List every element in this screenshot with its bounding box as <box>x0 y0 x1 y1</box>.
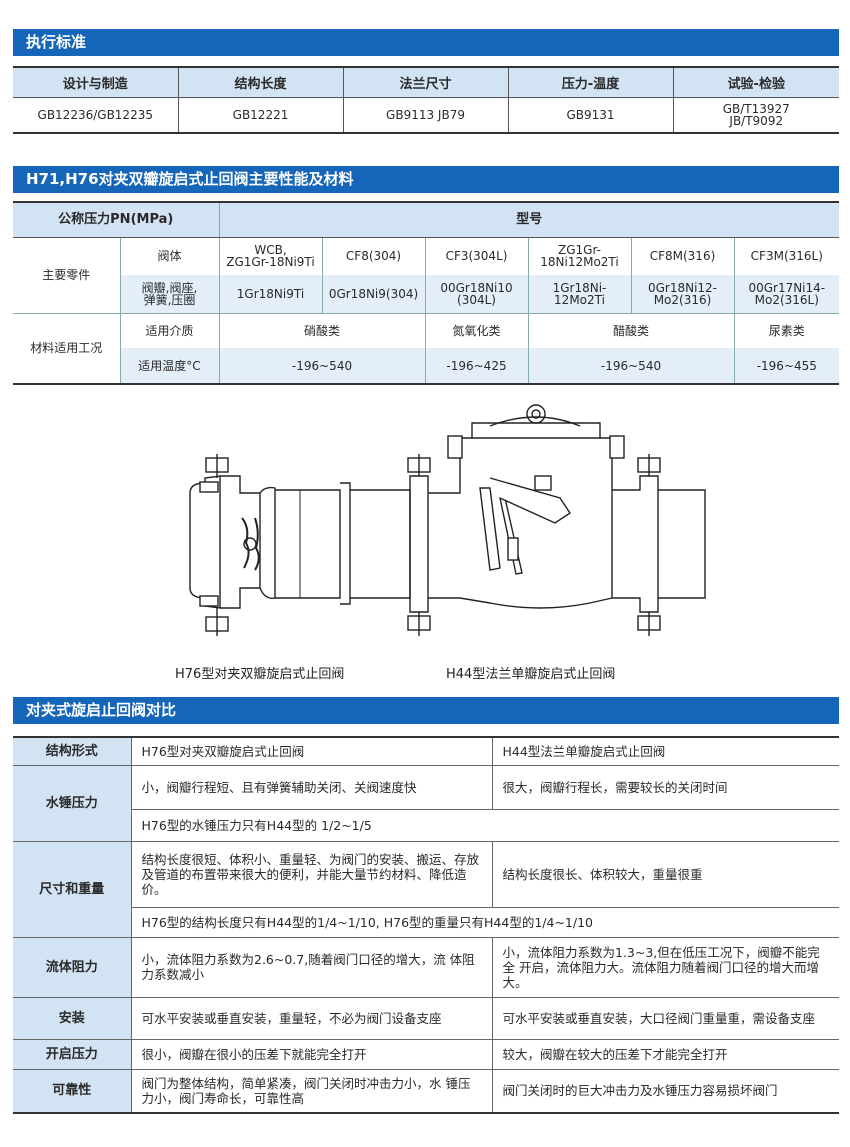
pn-header: 公称压力PN(MPa) <box>13 202 220 238</box>
value-test-line1: GB/T13927 <box>722 101 790 116</box>
model-disc-cell: 00Gr18Ni10(304L) <box>425 275 529 313</box>
model-body-cell: WCB,ZG1Gr-18Ni9Ti <box>219 237 323 275</box>
h44-size-weight: 结构长度很长、体积较大，重量很重 <box>491 840 839 908</box>
h44-flow-resistance: 小，流体阻力系数为1.3~3,但在低压工况下，阀瓣不能完全 开启，流体阻力大。流… <box>491 936 839 998</box>
h76-reliability: 阀门为整体结构，简单紧凑，阀门关闭时冲击力小，水 锤压力小，阀门寿命长，可靠性高 <box>130 1068 493 1114</box>
section-materials-title: H71,H76对夹双瓣旋启式止回阀主要性能及材料 <box>13 166 839 193</box>
header-length: 结构长度 <box>178 67 344 98</box>
value-test-line2: JB/T9092 <box>729 113 784 128</box>
body-label: 阀体 <box>120 237 220 275</box>
h44-reliability: 阀门关闭时的巨大冲击力及水锤压力容易损坏阀门 <box>491 1068 839 1114</box>
model-body-cell: CF8(304) <box>322 237 426 275</box>
conditions-label: 材料适用工况 <box>13 312 121 384</box>
temp-value: -196~425 <box>425 348 529 384</box>
caption-h44: H44型法兰单瓣旋启式止回阀 <box>446 667 616 682</box>
model-body-cell: CF3M(316L) <box>734 237 840 275</box>
h76-water-hammer: 小，阀瓣行程短、且有弹簧辅助关闭、关阀速度快 <box>130 764 493 810</box>
header-pressure-temp: 压力-温度 <box>508 67 674 98</box>
row-label-size-weight: 尺寸和重量 <box>13 840 132 938</box>
h76-flow-resistance: 小，流体阻力系数为2.6~0.7,随着阀门口径的增大，流 体阻力系数减小 <box>130 936 493 998</box>
row-label-flow-resistance: 流体阻力 <box>13 936 132 998</box>
temp-label: 适用温度°C <box>120 348 220 384</box>
h76-valve-drawing <box>189 454 276 636</box>
model-header: 型号 <box>219 202 840 238</box>
row-label-structure: 结构形式 <box>13 737 132 766</box>
model-disc-cell: 0Gr18Ni9(304) <box>322 275 426 313</box>
materials-table: 公称压力PN(MPa) 型号 主要零件 阀体 WCB,ZG1Gr-18Ni9Ti… <box>13 201 840 385</box>
value-pressure-temp: GB9131 <box>508 97 674 133</box>
value-design: GB12236/GB12235 <box>13 97 179 133</box>
row-label-reliability: 可靠性 <box>13 1068 132 1114</box>
main-parts-label: 主要零件 <box>13 237 121 313</box>
size-weight-note: H76型的结构长度只有H44型的1/4~1/10, H76型的重量只有H44型的… <box>131 906 839 938</box>
h76-structure: H76型对夹双瓣旋启式止回阀 <box>130 737 493 766</box>
comparison-table: 结构形式 H76型对夹双瓣旋启式止回阀 H44型法兰单瓣旋启式止回阀 水锤压力 … <box>13 736 839 1114</box>
model-disc-cell: 00Gr17Ni14-Mo2(316L) <box>734 275 840 313</box>
h76-opening-pressure: 很小，阀瓣在很小的压差下就能完全打开 <box>130 1038 493 1070</box>
header-design: 设计与制造 <box>13 67 179 98</box>
caption-h76: H76型对夹双瓣旋启式止回阀 <box>175 667 345 682</box>
temp-value: -196~540 <box>219 348 426 384</box>
value-flange: GB9113 JB79 <box>343 97 509 133</box>
valve-drawing <box>189 404 706 636</box>
h44-structure: H44型法兰单瓣旋启式止回阀 <box>491 737 839 766</box>
header-test: 试验-检验 <box>673 67 839 98</box>
medium-value: 醋酸类 <box>528 312 735 348</box>
h76-installation: 可水平安装或垂直安装，重量轻，不必为阀门设备支座 <box>130 996 493 1040</box>
model-disc-cell: 1Gr18Ni9Ti <box>219 275 323 313</box>
row-label-installation: 安装 <box>13 996 132 1040</box>
pipe-left <box>275 482 411 605</box>
row-label-opening-pressure: 开启压力 <box>13 1038 132 1070</box>
medium-value: 硝酸类 <box>219 312 426 348</box>
h44-water-hammer: 很大，阀瓣行程长，需要较长的关闭时间 <box>491 764 839 810</box>
value-length: GB12221 <box>178 97 344 133</box>
medium-value: 氮氧化类 <box>425 312 529 348</box>
h76-size-weight: 结构长度很短、体积小、重量轻、为阀门的安装、搬运、存放及管道的布置带来很大的便利… <box>130 840 493 908</box>
medium-value: 尿素类 <box>734 312 840 348</box>
medium-label: 适用介质 <box>120 312 220 348</box>
temp-value: -196~540 <box>528 348 735 384</box>
row-label-water-hammer: 水锤压力 <box>13 764 132 842</box>
model-body-cell: CF8M(316) <box>631 237 735 275</box>
section-standards-title: 执行标准 <box>13 29 839 56</box>
h44-valve-drawing <box>407 404 706 636</box>
model-disc-cell: 0Gr18Ni12-Mo2(316) <box>631 275 735 313</box>
section-comparison-title: 对夹式旋启止回阀对比 <box>13 697 839 724</box>
standards-table: 设计与制造 结构长度 法兰尺寸 压力-温度 试验-检验 GB12236/GB12… <box>13 66 839 134</box>
disc-label: 阀瓣,阀座,弹簧,压圈 <box>120 275 220 313</box>
header-flange: 法兰尺寸 <box>343 67 509 98</box>
water-hammer-note: H76型的水锤压力只有H44型的 1/2~1/5 <box>131 808 839 842</box>
h44-installation: 可水平安装或垂直安装，大口径阀门重量重，需设备支座 <box>491 996 839 1040</box>
model-body-cell: CF3(304L) <box>425 237 529 275</box>
h44-opening-pressure: 较大，阀瓣在较大的压差下才能完全打开 <box>491 1038 839 1070</box>
model-body-cell: ZG1Gr-18Ni12Mo2Ti <box>528 237 632 275</box>
temp-value: -196~455 <box>734 348 840 384</box>
model-disc-cell: 1Gr18Ni-12Mo2Ti <box>528 275 632 313</box>
